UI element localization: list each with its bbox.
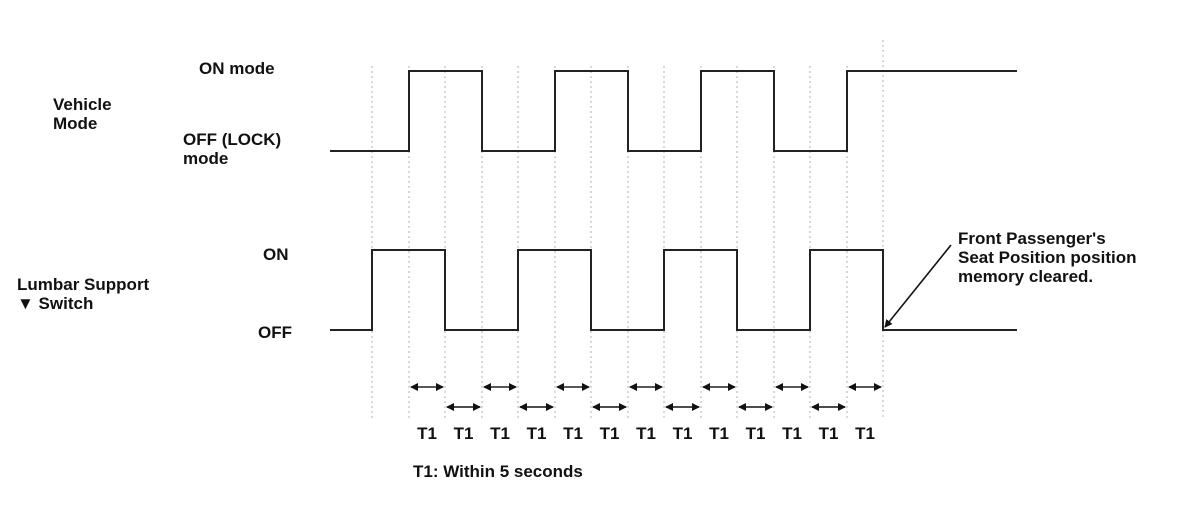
interval-label-t1: T1 bbox=[818, 424, 839, 443]
interval-label-t1: T1 bbox=[782, 424, 802, 443]
vehicle-mode-title: Vehicle Mode bbox=[53, 95, 112, 133]
timing-guide-lines bbox=[371, 40, 884, 418]
interval-label-t1: T1 bbox=[599, 424, 620, 443]
lumbar-switch-waveform bbox=[330, 249, 1017, 331]
interval-label-t1: T1 bbox=[636, 424, 656, 443]
vehicle-mode-waveform bbox=[330, 70, 1017, 152]
vehicle-mode-title-line1: Vehicle bbox=[53, 95, 112, 114]
interval-label-t1: T1 bbox=[855, 424, 875, 443]
interval-label-t1: T1 bbox=[490, 424, 510, 443]
annotation-line3: memory cleared. bbox=[958, 267, 1094, 286]
lumbar-switch-title-line1: Lumbar Support bbox=[17, 275, 150, 294]
interval-label-t1: T1 bbox=[563, 424, 583, 443]
lumbar-switch-title-line2: ▼ Switch bbox=[17, 294, 94, 313]
lumbar-switch-title: Lumbar Support ▼ Switch bbox=[17, 275, 149, 313]
memory-cleared-arrow bbox=[884, 244, 952, 328]
lumbar-off-label: OFF bbox=[258, 323, 292, 342]
interval-arrows bbox=[410, 383, 882, 411]
vehicle-on-mode-label: ON mode bbox=[199, 59, 275, 78]
vehicle-mode-title-line2: Mode bbox=[53, 114, 98, 133]
interval-legend: T1: Within 5 seconds bbox=[413, 462, 583, 481]
interval-label-t1: T1 bbox=[745, 424, 766, 443]
interval-label-t1: T1 bbox=[672, 424, 693, 443]
vehicle-off-mode-label: OFF (LOCK) mode bbox=[183, 130, 281, 168]
interval-label-t1: T1 bbox=[453, 424, 474, 443]
annotation-line1: Front Passenger's bbox=[958, 229, 1106, 248]
vehicle-off-mode-line2: mode bbox=[183, 149, 229, 168]
interval-label-t1: T1 bbox=[417, 424, 437, 443]
interval-label-t1: T1 bbox=[709, 424, 729, 443]
memory-cleared-annotation: Front Passenger's Seat Position position… bbox=[958, 229, 1137, 286]
vehicle-off-mode-line1: OFF (LOCK) bbox=[183, 130, 282, 149]
interval-label-t1: T1 bbox=[526, 424, 547, 443]
annotation-line2: Seat Position position bbox=[958, 248, 1137, 267]
lumbar-on-label: ON bbox=[263, 245, 289, 264]
